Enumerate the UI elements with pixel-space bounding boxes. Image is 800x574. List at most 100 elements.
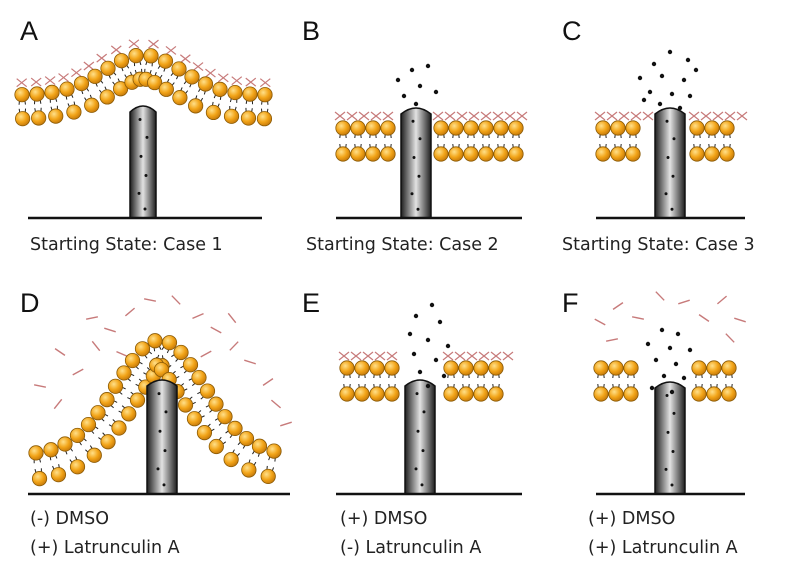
vesicle-dot: [649, 385, 655, 391]
actin-filament: [350, 351, 362, 361]
vesicle-dot: [445, 343, 451, 349]
lipid-head: [242, 86, 258, 102]
lipid-head: [191, 369, 207, 386]
caption-e-line2: (-) Latrunculin A: [340, 538, 481, 558]
vesicle-dot: [645, 341, 651, 347]
lipid-bilayer-b: [335, 120, 524, 162]
lipid-head: [241, 462, 257, 478]
actin-filament: [245, 77, 257, 87]
lipid-head: [172, 90, 188, 106]
actin-fragment: [270, 399, 282, 409]
actin-filament: [454, 351, 466, 361]
lipid-head: [182, 357, 199, 373]
actin-filament: [468, 111, 480, 121]
micropipette-f: [654, 381, 686, 494]
lipid-head: [256, 111, 273, 127]
vesicle-dot: [670, 483, 674, 487]
lipid-head: [623, 360, 639, 376]
vesicle-dot: [425, 337, 431, 343]
actin-fragment: [698, 314, 710, 322]
lipid-head: [113, 53, 130, 69]
lipid-head: [593, 386, 609, 402]
vesicle-dot: [163, 449, 167, 453]
actin-fragment: [192, 313, 204, 319]
actin-fragment: [734, 317, 746, 323]
lipid-head: [493, 146, 509, 162]
actin-filament: [362, 351, 374, 361]
lipid-head: [473, 360, 489, 376]
vesicle-dot: [665, 393, 669, 397]
actin-fragment: [171, 295, 181, 305]
vesicle-dot: [433, 357, 439, 363]
vesicle-dot: [410, 192, 414, 196]
lipid-head: [721, 360, 737, 376]
actin-filament: [205, 68, 216, 78]
actin-network-a: [16, 39, 271, 88]
actin-fragment: [594, 318, 606, 326]
actin-filament: [618, 111, 630, 121]
vesicle-dot: [666, 430, 670, 434]
lipid-head: [721, 386, 737, 402]
vesicle-dot: [651, 61, 657, 67]
vesicle-dot: [693, 67, 699, 73]
actin-filament: [96, 53, 108, 63]
lipid-head: [124, 352, 141, 369]
vesicle-dot: [417, 83, 423, 89]
vesicle-dot: [659, 73, 665, 79]
actin-filament: [490, 351, 502, 361]
actin-filament: [110, 45, 122, 55]
lipid-head: [719, 120, 735, 136]
vesicle-dot: [139, 154, 143, 158]
vesicle-dot: [659, 327, 665, 333]
panel-c: C Starting State: Case 3: [562, 16, 755, 255]
vesicle-dot: [157, 392, 161, 396]
lipid-head: [171, 61, 187, 77]
lipid-bilayer-e: [339, 360, 504, 402]
lipid-head: [205, 104, 222, 121]
actin-fragment: [631, 316, 645, 320]
vesicle-dot: [677, 105, 683, 111]
vesicle-dot: [675, 331, 681, 337]
vesicle-dot: [667, 49, 673, 55]
actin-filament: [724, 111, 736, 121]
vesicle-dot: [669, 91, 675, 97]
lipid-head: [706, 386, 722, 402]
actin-filament: [456, 111, 468, 121]
actin-fragment: [210, 326, 222, 334]
vesicle-dot: [409, 67, 415, 73]
micropipette-e: [404, 379, 436, 494]
caption-d-line2: (+) Latrunculin A: [30, 538, 180, 558]
actin-fragment: [33, 384, 47, 388]
lipid-head: [448, 120, 464, 136]
actin-filament: [478, 351, 490, 361]
lipid-head: [223, 108, 240, 124]
actin-filament: [442, 351, 454, 361]
lipid-head: [593, 360, 609, 376]
lipid-head: [691, 360, 707, 376]
vesicle-dot: [411, 351, 417, 357]
actin-fragment: [678, 299, 690, 305]
panel-b: B Starting State: Case 2: [302, 16, 528, 255]
vesicle-dot: [671, 449, 675, 453]
vesicle-dot: [672, 411, 676, 415]
lipid-head: [99, 89, 115, 105]
lipid-head: [143, 48, 159, 64]
vesicle-dot: [425, 383, 431, 389]
pipette-body: [654, 107, 686, 218]
caption-b: Starting State: Case 2: [306, 235, 499, 255]
lipid-head: [354, 360, 370, 376]
lipid-head: [380, 120, 396, 136]
lipid-head: [610, 146, 626, 162]
actin-filament: [712, 111, 724, 121]
lipid-head: [478, 146, 494, 162]
actin-fragment: [605, 338, 619, 342]
lipid-head: [147, 74, 163, 91]
vesicle-dot: [671, 174, 675, 178]
vesicle-dot: [637, 75, 643, 81]
vesicle-dots-b: [395, 63, 439, 107]
lipid-head: [478, 120, 494, 136]
actin-filament: [516, 111, 528, 121]
vesicle-dot: [412, 156, 416, 159]
actin-fragments-d: [33, 295, 292, 427]
vesicle-dot: [670, 207, 674, 211]
